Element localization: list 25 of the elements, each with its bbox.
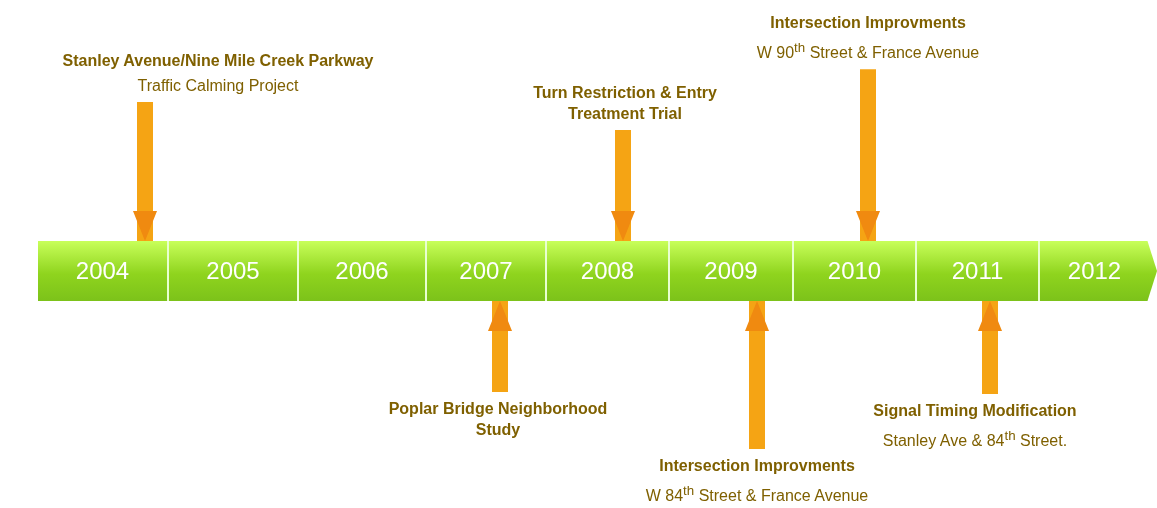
arrow	[611, 130, 635, 241]
timeline-segment: 2012	[1038, 241, 1157, 301]
event-title: Stanley Avenue/Nine Mile Creek Parkway	[62, 51, 374, 71]
event-title: Turn Restriction & Entry Treatment Trial	[510, 82, 740, 124]
arrow	[133, 102, 157, 241]
timeline-segment: 2011	[915, 241, 1038, 301]
timeline-segment: 2005	[167, 241, 297, 301]
arrow	[745, 301, 769, 449]
event-title: Poplar Bridge Neighborhood Study	[383, 398, 613, 440]
event-title: Signal Timing Modification	[873, 401, 1077, 421]
event-title: Intersection Improvments	[769, 13, 967, 33]
timeline-segment: 2007	[425, 241, 545, 301]
arrow	[488, 301, 512, 392]
arrow	[978, 301, 1002, 394]
event-subtitle: Stanley Ave & 84$^{th}$ Street.	[881, 427, 1069, 452]
event-subtitle: Traffic Calming Project	[136, 76, 300, 96]
timeline-segment: 2008	[545, 241, 668, 301]
event-subtitle: W 90$^{th}$ Street & France Avenue	[756, 39, 980, 64]
event-subtitle: W 84$^{th}$ Street & France Avenue	[645, 482, 869, 507]
arrow	[856, 69, 880, 241]
event-title: Intersection Improvments	[658, 456, 856, 476]
timeline-segment: 2010	[792, 241, 915, 301]
timeline-segment: 2006	[297, 241, 425, 301]
timeline-segment: 2004	[38, 241, 167, 301]
timeline-segment: 2009	[668, 241, 792, 301]
